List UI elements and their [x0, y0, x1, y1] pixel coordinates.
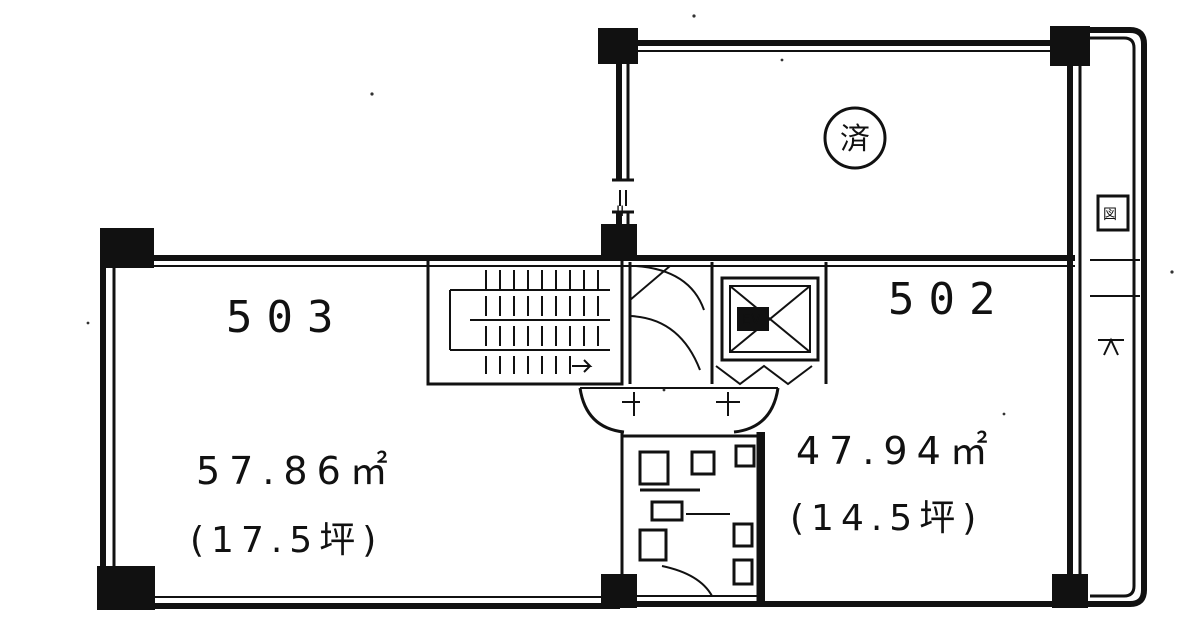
column	[598, 28, 638, 64]
room-502-tsubo: (14.5坪)	[790, 498, 983, 539]
staircase	[426, 256, 624, 386]
column	[601, 574, 637, 608]
elevator: EV	[715, 276, 820, 386]
room-502-walls	[620, 43, 1082, 607]
fire-door-mark: 図	[1103, 207, 1117, 223]
room-502-number: 502	[888, 274, 1009, 325]
column	[97, 566, 155, 610]
room-503-area: 57.86㎡	[196, 449, 397, 493]
upper-wall-opening	[612, 178, 634, 214]
column	[601, 224, 637, 260]
washroom	[622, 434, 758, 597]
room-502-area: 47.94㎡	[796, 429, 997, 473]
column	[1050, 26, 1090, 66]
lobby-doors	[578, 262, 828, 434]
room-503-tsubo: (17.5坪)	[190, 520, 383, 561]
structural-columns	[97, 26, 1090, 610]
upper-room-walls	[616, 40, 1075, 260]
room-503-number: 503	[226, 292, 347, 343]
settled-mark: 済	[840, 122, 870, 157]
scan-specks	[86, 14, 1174, 416]
balcony-strip: 図	[1082, 27, 1147, 607]
column	[100, 228, 154, 268]
elevator-mark: EV	[742, 312, 761, 328]
small-stair-mark: ⅠⅠ	[616, 204, 624, 220]
settled-stamp: 済	[823, 106, 887, 170]
column	[1052, 574, 1088, 608]
